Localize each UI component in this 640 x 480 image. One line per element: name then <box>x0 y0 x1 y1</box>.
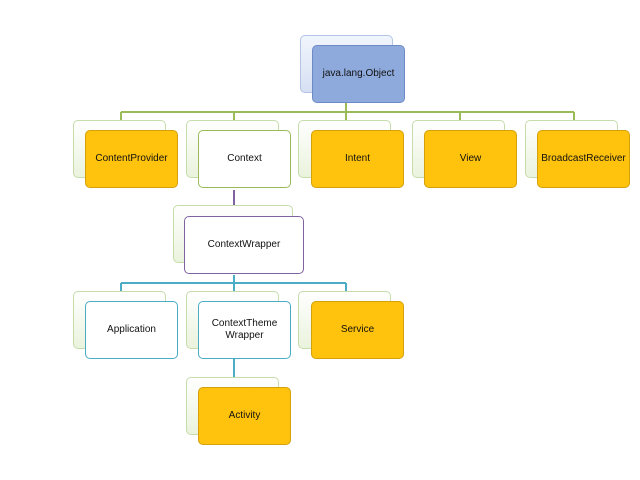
contextwrapper-node: ContextWrapper <box>184 216 304 274</box>
view-node: View <box>424 130 517 188</box>
object-node: java.lang.Object <box>312 45 405 103</box>
service-node-label: Service <box>340 324 375 335</box>
contentprovider-node-label: ContentProvider <box>95 153 168 164</box>
intent-node: Intent <box>311 130 404 188</box>
context-node: Context <box>198 130 291 188</box>
broadcastreceiver-node: BroadcastReceiver <box>537 130 630 188</box>
activity-node: Activity <box>198 387 291 445</box>
contentprovider-node: ContentProvider <box>85 130 178 188</box>
object-node-label: java.lang.Object <box>322 68 395 79</box>
intent-node-label: Intent <box>344 153 371 164</box>
broadcastreceiver-node-label: BroadcastReceiver <box>541 153 626 164</box>
contextthemewrapper-node: ContextTheme Wrapper <box>198 301 291 359</box>
service-node: Service <box>311 301 404 359</box>
context-node-label: Context <box>227 153 262 164</box>
view-node-label: View <box>459 153 482 164</box>
contextwrapper-node-label: ContextWrapper <box>207 239 281 250</box>
activity-node-label: Activity <box>228 410 261 421</box>
application-node-label: Application <box>107 324 156 335</box>
contextthemewrapper-node-label: ContextTheme Wrapper <box>211 318 278 341</box>
application-node: Application <box>85 301 178 359</box>
